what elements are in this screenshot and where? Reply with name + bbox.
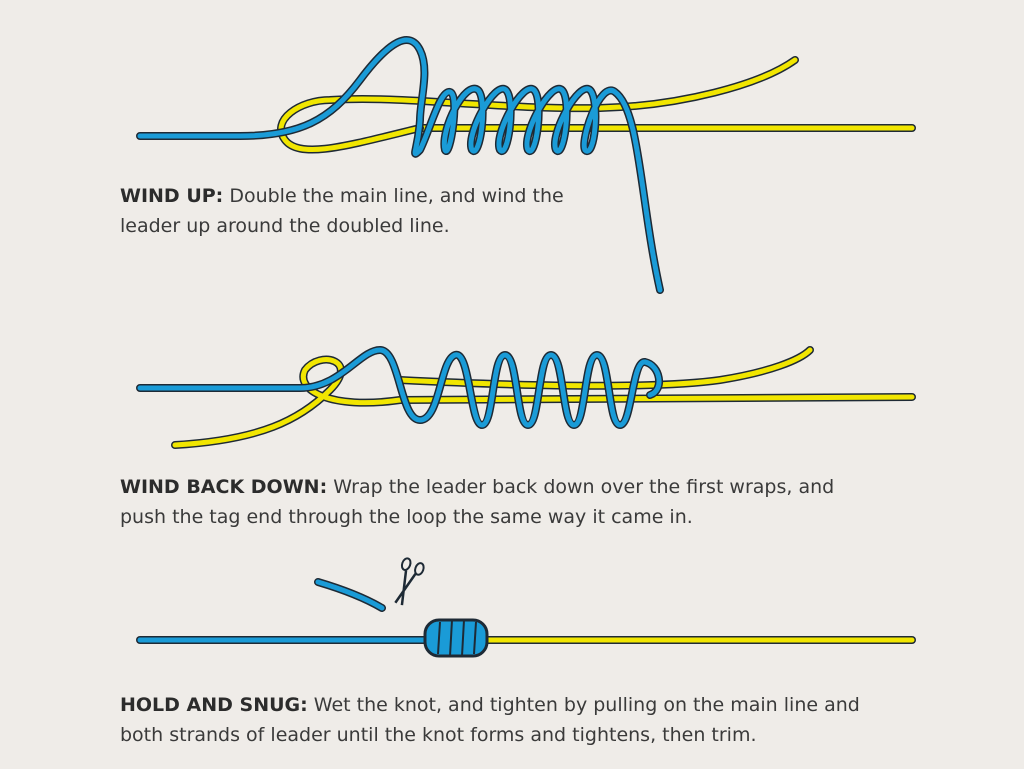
step3-text: Wet the knot, and tighten by pulling on … [307,694,860,716]
step3-illustration [136,557,916,658]
step1-caption: WIND UP: Double the main line, and wind … [120,181,564,241]
step3-title: HOLD AND SNUG: [120,694,308,716]
step2-text: Wrap the leader back down over the first… [327,476,835,498]
knot [423,618,489,658]
step1-title: WIND UP: [120,185,224,207]
step1-text: Double the main line, and wind the [223,185,564,207]
step1-illustration [136,36,916,294]
step3-caption: HOLD AND SNUG: Wet the knot, and tighten… [120,690,860,750]
scissors-icon [394,557,425,606]
step2-caption: WIND BACK DOWN: Wrap the leader back dow… [120,472,834,532]
step3-text2: both strands of leader until the knot fo… [120,724,757,746]
step2-text2: push the tag end through the loop the sa… [120,506,693,528]
step2-illustration [136,346,916,449]
step1-text2: leader up around the doubled line. [120,215,450,237]
step2-title: WIND BACK DOWN: [120,476,328,498]
